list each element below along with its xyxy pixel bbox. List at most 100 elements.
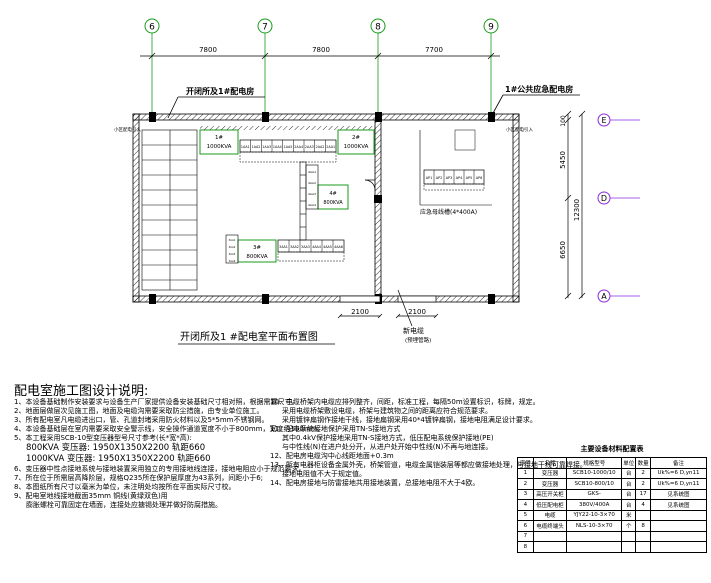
table-cell: [635, 541, 651, 553]
top-dimension: [140, 52, 500, 60]
dim-label: 7800: [199, 46, 217, 54]
building-walls: [132, 112, 520, 304]
note-line: 8、本图纸所有尺寸以毫米为单位，未注明处均按所在平面实际尺寸校。: [14, 483, 236, 491]
table-cell: [635, 530, 651, 542]
svg-text:7: 7: [262, 23, 268, 33]
row-marker: E: [597, 113, 611, 127]
note-line: 14、配电房接地与防雷接地共用接地装置，总接地电阻不大于4欧。: [270, 479, 480, 487]
table-cell: 电缆终端头: [532, 520, 568, 532]
table-cell: [649, 530, 708, 542]
table-cell: 台: [621, 499, 637, 511]
right-dimension: [564, 110, 586, 300]
trench-label: 新电缆: [403, 326, 424, 335]
transformer-2: 2# 1000KVA: [337, 129, 375, 155]
svg-text:800KVA: 800KVA: [246, 254, 268, 260]
table-row: 3 高压开关柜 GKS- 台 17 见系统图: [517, 488, 708, 500]
column-marker: 9: [483, 18, 499, 34]
side-panels-3: 3AA1 3AA2 3AA3 3AA4: [225, 234, 239, 264]
table-cell: 台: [621, 478, 637, 490]
note-line: 7、所在位于所需层高降阶层，规格Q235所在保护层厚度为43系列，间距小于6;: [14, 474, 264, 482]
panel-label: AP2: [436, 176, 443, 180]
door-openings: [337, 295, 439, 319]
table-cell: 变压器: [532, 478, 568, 490]
transformer-3: 3# 800KVA: [237, 239, 277, 263]
table-cell: 8: [635, 520, 651, 532]
side-panels-4: 4AA1 4AA2 4AA3 4AA4: [305, 164, 319, 210]
table-cell: [566, 530, 623, 542]
panel-label: 1AA2: [252, 145, 261, 149]
header-cell: 序号: [517, 457, 534, 469]
notes-heading: 配电室施工图设计说明:: [14, 384, 149, 399]
panel-label: 3AA1: [279, 245, 288, 249]
note-line: 1000KVA 变压器: 1950X1350X2200 轨距660: [26, 454, 211, 464]
panel-label: 3AA3: [301, 245, 310, 249]
table-cell: GKS-: [566, 488, 623, 500]
header-cell: 备注: [649, 457, 708, 469]
svg-text:800KVA: 800KVA: [323, 200, 343, 206]
row-marker: D: [597, 191, 611, 205]
table-cell: Uk%=6 D,yn11: [649, 478, 708, 490]
dim-label: 5450: [559, 151, 567, 169]
note-line: 膨胀螺栓可靠固定在墙面，连接处应搪锡处理并做好防腐措施。: [26, 501, 222, 509]
cable-tray-vertical: [299, 161, 307, 241]
note-line: 采用电缆桥架敷设电缆，桥架与建筑物之间的距离应符合规范要求。: [282, 407, 492, 415]
panel-label: 4AA4: [308, 203, 316, 207]
panel-label: 2AA1: [326, 145, 335, 149]
svg-text:1000KVA: 1000KVA: [344, 144, 369, 150]
panel-label: AP1: [426, 176, 433, 180]
table-row: 1 变压器 SCB10-1000/10 台 2 Uk%=6 D,yn11: [517, 467, 708, 479]
table-cell: 电缆: [532, 509, 568, 521]
note-line: 3、所有配电室凡电缆进出口，管、孔道封堵采用防火材料以及5*5mm不锈钢网。: [14, 416, 269, 424]
dim-label: 7700: [425, 46, 443, 54]
table-cell: 3: [517, 488, 534, 500]
panel-label: 2AA3: [305, 145, 314, 149]
table-cell: 6: [517, 520, 534, 532]
dim-label: 100: [560, 115, 567, 127]
table-row: 4 低压配电柜 380V/400A 台 4 见系统图: [517, 499, 708, 511]
panel-label: AP5: [466, 176, 473, 180]
table-cell: 2: [517, 478, 534, 490]
column-marker: 7: [257, 18, 273, 34]
table-header: 序号 名称 规格型号 单位 数量 备注: [517, 457, 708, 469]
panel-label: 1AA5: [284, 145, 293, 149]
note-line: 其中0.4kV保护接地采用TN-S接地方式，低压配电系统保护接地(PE): [282, 434, 494, 442]
panel-label: 4AA1: [308, 170, 316, 174]
design-notes-left: 1、本设备基础制作安装要求与设备生产厂家提供设备安装基础尺寸相对照，根据需要尺寸…: [14, 398, 320, 510]
top-panel-row: 1AA1 1AA2 1AA3 1AA4 1AA5 2AA4 2AA3 2AA2 …: [200, 126, 376, 163]
table-title: 主要设备材料配置表: [580, 445, 644, 453]
left-room-label: 开闭所及1#配电房: [186, 86, 254, 96]
panel-label: 2AA2: [316, 145, 325, 149]
table-cell: NLS-10-3×70: [566, 520, 623, 532]
note-line: 1、本设备基础制作安装要求与设备生产厂家提供设备安装基础尺寸相对照，根据需要尺寸…: [14, 398, 299, 406]
dim-label: 2100: [408, 308, 426, 316]
table-cell: 低压配电柜: [532, 499, 568, 511]
dim-label: 6650: [559, 241, 567, 259]
panel-label: 3AA4: [229, 259, 236, 263]
note-line: 12、配电房电缆沟中心线距地面+0.3m: [270, 452, 394, 460]
note-line: 2、地面层做层次见施工图，地面及电缆沟需要采取防尘措施，由专业单位施工。: [14, 407, 264, 415]
table-cell: [621, 541, 637, 553]
note-line: 4、本设备基础层在室内需要采取安全警示线，安全操作通道宽度不小于800mm，宽度…: [14, 425, 320, 433]
header-cell: 规格型号: [566, 457, 623, 469]
note-line: 10、电缆桥架内电缆应排列整齐，间距，标准工程，每隔50m设置标识，标牌，规定。: [270, 398, 540, 406]
dim-label: 12300: [573, 199, 581, 221]
svg-text:A: A: [601, 292, 607, 301]
table-cell: [649, 541, 708, 553]
table-cell: [649, 509, 708, 521]
table-row: 8: [517, 541, 708, 553]
panel-label: AP6: [476, 176, 483, 180]
note-line: 采用镀锌扁钢作接地干线，接地扁钢采用40*4镀锌扁钢，接地电阻满足设计要求。: [282, 416, 537, 424]
svg-text:6: 6: [149, 23, 155, 33]
header-cell: 名称: [532, 457, 568, 469]
table-cell: 米: [621, 509, 637, 521]
column-marker: 8: [370, 18, 386, 34]
panel-label: 2AA4: [294, 145, 303, 149]
cable-trench-left: [141, 129, 198, 291]
note-line: 接地电阻值不大于规定值。: [282, 470, 366, 478]
panel-label: 3AA2: [290, 245, 299, 249]
equipment-table: 主要设备材料配置表 序号 名称 规格型号 单位 数量 备注 1 变压器 SCB1…: [517, 444, 708, 553]
table-cell: [649, 520, 708, 532]
floor-plan-drawing: 6 7 8 9 7800 7800 7700 E D A: [114, 18, 640, 345]
table-cell: [621, 530, 637, 542]
note-line: 5、本工程采用SCB-10型变压器型号尺寸参考(长*宽*高):: [14, 434, 192, 442]
